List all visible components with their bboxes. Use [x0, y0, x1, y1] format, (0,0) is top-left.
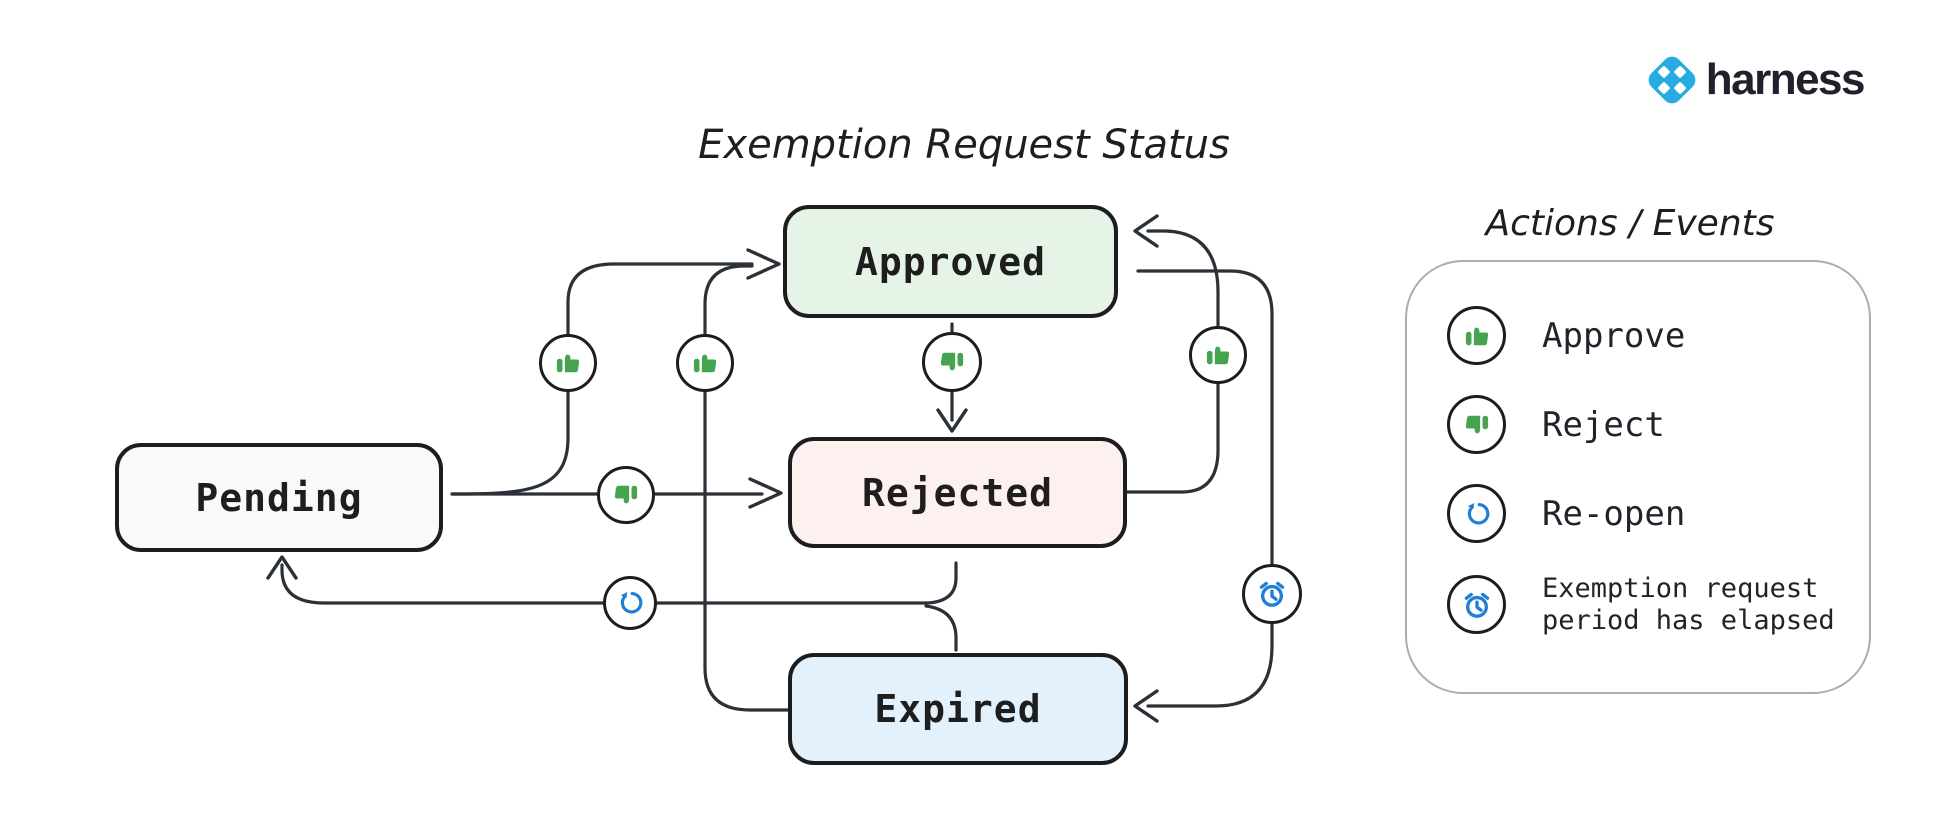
- reopen-badge: [603, 576, 657, 630]
- thumbs-down-icon: [1465, 415, 1488, 433]
- edge-approved-expired: [1136, 269, 1274, 708]
- harness-brand: harness: [1644, 52, 1866, 108]
- legend-label-approve: Approve: [1542, 315, 1686, 356]
- alarm-clock-icon: [1259, 581, 1285, 607]
- state-rejected-label: Rejected: [861, 470, 1054, 515]
- state-rejected: Rejected: [788, 437, 1127, 548]
- thumbs-up-icon: [1465, 327, 1488, 345]
- reopen-icon: [1465, 500, 1489, 525]
- legend-item-reopen: Re-open: [1447, 484, 1869, 543]
- thumbs-up-icon: [693, 354, 717, 373]
- edge-rejected-pending: [280, 561, 958, 605]
- reject-badge-pending-rejected: [597, 466, 655, 524]
- state-expired: Expired: [788, 653, 1128, 765]
- alarm-clock-icon: [1464, 592, 1489, 618]
- legend-panel: Approve Reject Re-open Exemption request…: [1405, 260, 1871, 694]
- reject-badge-approved-rejected: [922, 332, 982, 392]
- thumbs-down-icon: [940, 352, 964, 371]
- state-expired-label: Expired: [874, 687, 1042, 731]
- edge-rejected-approved: [1125, 229, 1220, 494]
- state-approved-label: Approved: [854, 239, 1047, 284]
- legend-item-approve: Approve: [1447, 306, 1869, 365]
- approve-badge-rejected-approved: [1189, 326, 1247, 384]
- edge-expired-approved: [703, 264, 790, 712]
- harness-logo-icon: [1648, 56, 1696, 104]
- reopen-icon: [619, 590, 643, 614]
- legend-item-reject: Reject: [1447, 395, 1869, 454]
- thumbs-down-icon: [614, 485, 638, 504]
- state-approved: Approved: [783, 205, 1118, 318]
- approve-badge-pending-approved: [539, 334, 597, 392]
- edge-expired-pending: [924, 604, 958, 652]
- legend-item-elapsed: Exemption request period has elapsed: [1447, 573, 1869, 637]
- thumbs-up-icon: [556, 354, 580, 373]
- harness-brand-text: harness: [1705, 55, 1866, 104]
- state-pending-label: Pending: [195, 475, 363, 520]
- state-pending: Pending: [115, 443, 443, 552]
- legend-label-elapsed: Exemption request period has elapsed: [1542, 573, 1835, 636]
- legend-label-reopen: Re-open: [1542, 493, 1686, 534]
- diagram-title: Exemption Request Status: [698, 122, 1230, 168]
- legend-label-reject: Reject: [1542, 404, 1665, 445]
- edge-pending-approved: [450, 262, 754, 496]
- thumbs-up-icon: [1206, 346, 1230, 365]
- legend-title: Actions / Events: [1485, 203, 1775, 244]
- elapsed-badge: [1242, 564, 1302, 624]
- approve-badge-expired-approved: [676, 334, 734, 392]
